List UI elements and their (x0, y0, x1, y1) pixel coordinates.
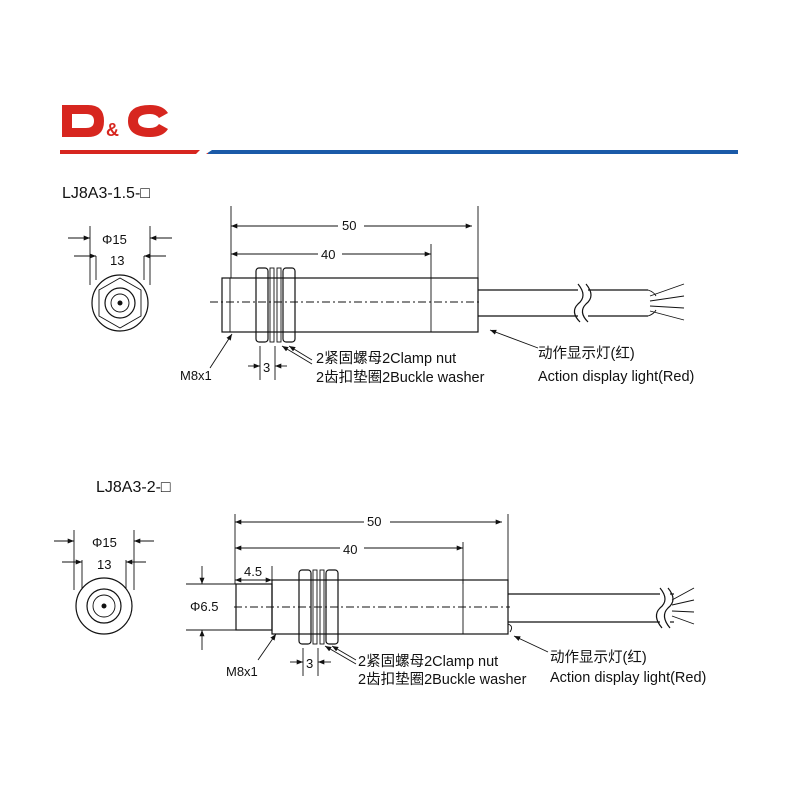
diagram-1: LJ8A3-1.5-□ Φ15 13 (62, 185, 694, 386)
front-outer-dim-2: Φ15 (92, 535, 117, 550)
callout-nut-1: 2紧固螺母2Clamp nut (316, 350, 456, 367)
callout-washer-2: 2齿扣垫圈2Buckle washer (358, 671, 527, 688)
brand-logo: & (62, 105, 168, 140)
length-body-2: 40 (343, 542, 357, 557)
callout-nut-2: 2紧固螺母2Clamp nut (358, 653, 498, 670)
nut-width-2: 3 (306, 656, 313, 671)
diameter-dim-2: Φ6.5 (190, 599, 218, 614)
length-total-1: 50 (342, 218, 356, 233)
logo-letter-d (62, 105, 104, 137)
logo-letter-c (128, 105, 168, 137)
clamp-nut-1b (282, 267, 296, 343)
diagram-2: LJ8A3-2-□ Φ15 13 50 (54, 479, 706, 688)
sensor-body-1 (221, 277, 479, 333)
length-total-2: 50 (367, 514, 381, 529)
front-view-1: Φ15 13 (68, 226, 172, 332)
model-label-1: LJ8A3-1.5-□ (62, 185, 150, 202)
side-view-2: 50 40 4.5 Φ6.5 (186, 512, 706, 688)
light-en-2: Action display light(Red) (550, 670, 706, 686)
header-rule-red (60, 150, 208, 154)
light-en-1: Action display light(Red) (538, 369, 694, 385)
front-inner-dim-1: 13 (110, 253, 124, 268)
header-rule-blue (208, 150, 738, 154)
front-inner-dim-2: 13 (97, 557, 111, 572)
length-body-1: 40 (321, 247, 335, 262)
model-label-2: LJ8A3-2-□ (96, 479, 171, 496)
nut-width-1: 3 (263, 360, 270, 375)
thread-label-1: M8x1 (180, 368, 212, 383)
light-cn-1: 动作显示灯(红) (538, 345, 635, 362)
extension-dim-2: 4.5 (244, 564, 262, 579)
front-view-2: Φ15 13 (54, 530, 154, 635)
side-view-1: 50 40 (180, 206, 694, 386)
thread-label-2: M8x1 (226, 664, 258, 679)
front-outer-dim-1: Φ15 (102, 232, 127, 247)
light-cn-2: 动作显示灯(红) (550, 649, 647, 666)
clamp-nut-1a (255, 267, 269, 343)
callout-washer-1: 2齿扣垫圈2Buckle washer (316, 369, 485, 386)
logo-ampersand: & (106, 120, 119, 140)
